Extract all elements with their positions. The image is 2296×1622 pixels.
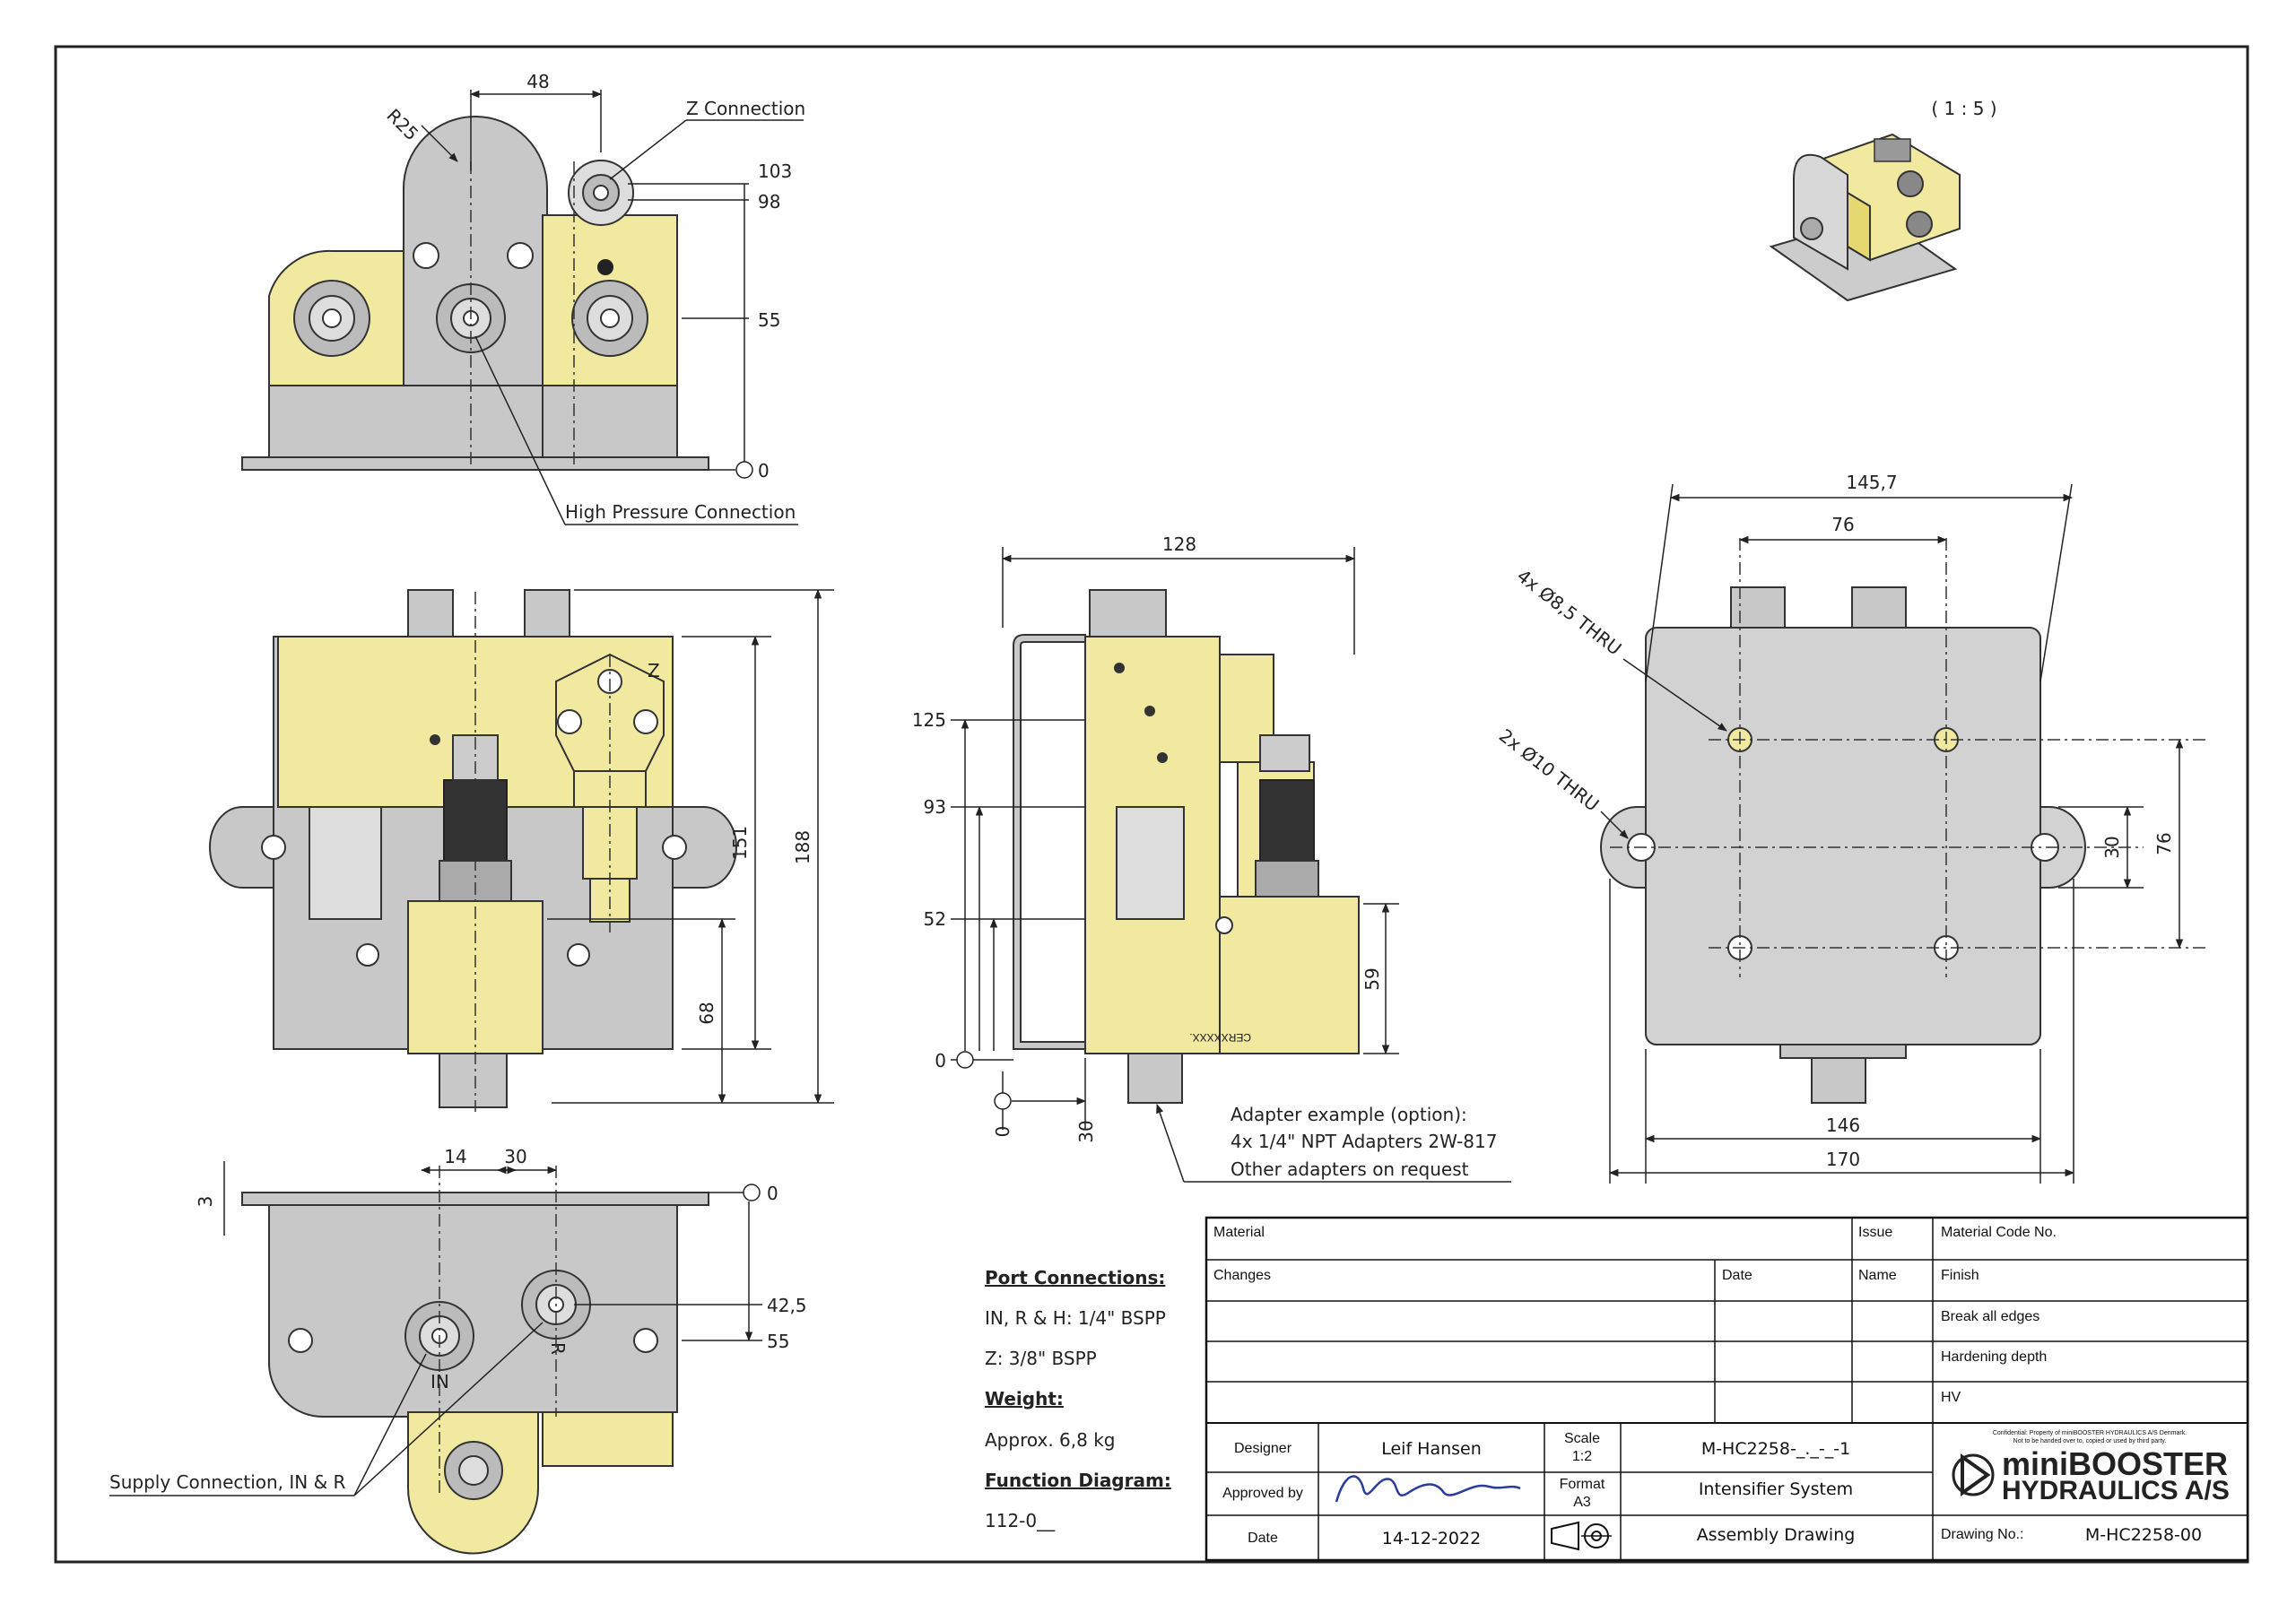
logo-hydraulics: HYDRAULICS A/S bbox=[2002, 1476, 2230, 1505]
dim-76-side: 76 bbox=[2153, 832, 2175, 854]
tb-part-no: M-HC2258-_._-_-1 bbox=[1701, 1439, 1850, 1459]
title-block: Material Issue Material Code No. Changes… bbox=[1205, 1216, 2249, 1562]
tb-issue: Issue bbox=[1858, 1225, 1892, 1240]
label-holes-8-5: 4x Ø8,5 THRU bbox=[1513, 565, 1626, 659]
dim-103: 103 bbox=[758, 160, 792, 182]
tb-approved-label: Approved by bbox=[1222, 1486, 1303, 1501]
adapter-line-1: Adapter example (option): bbox=[1231, 1104, 1467, 1125]
function-diagram-title: Function Diagram: bbox=[985, 1470, 1171, 1491]
projection-symbol-icon bbox=[1551, 1521, 1612, 1551]
dim-128: 128 bbox=[1162, 533, 1196, 555]
dim-188: 188 bbox=[792, 830, 813, 864]
label-holes-10: 2x Ø10 THRU bbox=[1495, 724, 1604, 816]
port-z-icon bbox=[568, 160, 634, 226]
port-s-icon bbox=[293, 280, 370, 357]
label-r: R bbox=[547, 1342, 569, 1355]
tb-date-value: 14-12-2022 bbox=[1382, 1529, 1481, 1548]
tb-date-col: Date bbox=[1722, 1268, 1752, 1283]
tb-scale-value: 1:2 bbox=[1572, 1449, 1592, 1464]
weight-title: Weight: bbox=[985, 1388, 1064, 1409]
dim-145-7: 145,7 bbox=[1846, 472, 1897, 493]
tb-desc-1: Intensifier System bbox=[1699, 1479, 1853, 1499]
logo-minibooster: miniBOOSTER bbox=[2002, 1445, 2228, 1482]
adapter-line-2: 4x 1/4" NPT Adapters 2W-817 bbox=[1231, 1131, 1497, 1152]
top-view: 48 R25 Z Connection 103 98 55 0 High Pre… bbox=[241, 71, 805, 525]
tb-changes: Changes bbox=[1213, 1268, 1271, 1283]
dim-3: 3 bbox=[195, 1196, 216, 1208]
drawing-frame bbox=[54, 45, 2249, 1564]
port-connections-title: Port Connections: bbox=[985, 1267, 1165, 1288]
dim-0-bottom: 0 bbox=[767, 1183, 778, 1204]
dim-14: 14 bbox=[444, 1146, 466, 1167]
minibooster-logo-icon bbox=[1952, 1453, 1995, 1496]
tb-break-edges: Break all edges bbox=[1941, 1309, 2039, 1324]
dim-125: 125 bbox=[912, 709, 946, 731]
label-z-front: Z bbox=[648, 660, 660, 681]
function-diagram-value: 112-0__ bbox=[985, 1510, 1056, 1531]
dim-76-top: 76 bbox=[1831, 514, 1854, 535]
label-in: IN bbox=[430, 1371, 449, 1392]
dim-0-side: 0 bbox=[935, 1050, 946, 1071]
dim-r25: R25 bbox=[382, 105, 422, 145]
dim-55-top: 55 bbox=[758, 309, 780, 331]
tb-designer-value: Leif Hansen bbox=[1381, 1439, 1482, 1459]
dim-30-plate: 30 bbox=[2101, 836, 2123, 858]
tb-material-code: Material Code No. bbox=[1941, 1225, 2057, 1240]
dim-68: 68 bbox=[696, 1002, 718, 1024]
port-line-1: IN, R & H: 1/4" BSPP bbox=[985, 1307, 1166, 1329]
dim-170: 170 bbox=[1826, 1149, 1860, 1170]
side-view: CERXXXXX. 128 125 93 52 0 59 0 30 Adapte… bbox=[912, 533, 1511, 1183]
dim-x30: 30 bbox=[1075, 1120, 1097, 1142]
label-high-pressure: High Pressure Connection bbox=[565, 501, 796, 523]
dim-59: 59 bbox=[1361, 967, 1383, 990]
label-serial: CERXXXXX. bbox=[1189, 1031, 1251, 1044]
tb-material: Material bbox=[1213, 1225, 1265, 1240]
dim-48: 48 bbox=[526, 71, 549, 92]
dim-55-bottom: 55 bbox=[767, 1331, 789, 1352]
adapter-line-3: Other adapters on request bbox=[1231, 1158, 1469, 1180]
signature-icon bbox=[1335, 1475, 1521, 1503]
tb-finish: Finish bbox=[1941, 1268, 1979, 1283]
tb-format-label: Format bbox=[1560, 1477, 1605, 1492]
tb-drawing-no-label: Drawing No.: bbox=[1941, 1527, 2023, 1542]
tb-desc-2: Assembly Drawing bbox=[1697, 1525, 1856, 1545]
weight-value: Approx. 6,8 kg bbox=[985, 1429, 1115, 1451]
dim-x0: 0 bbox=[992, 1126, 1013, 1138]
bottom-view: IN R 14 30 3 0 42,5 55 Supply Connection… bbox=[109, 1146, 807, 1555]
iso-view: ( 1 : 5 ) bbox=[1769, 98, 1997, 302]
port-line-2: Z: 3/8" BSPP bbox=[985, 1348, 1097, 1369]
label-z-connection: Z Connection bbox=[686, 98, 805, 119]
dim-42-5: 42,5 bbox=[767, 1295, 807, 1316]
dim-30-bottom: 30 bbox=[504, 1146, 526, 1167]
tb-confidential-2: Not to be handed over to, copied or used… bbox=[2013, 1438, 2167, 1444]
tb-hardening: Hardening depth bbox=[1941, 1349, 2047, 1365]
iso-scale: ( 1 : 5 ) bbox=[1931, 98, 1996, 119]
dim-98: 98 bbox=[758, 191, 780, 213]
plate-view: 145,7 76 4x Ø8,5 THRU 2x Ø10 THRU 30 76 … bbox=[1495, 472, 2206, 1184]
tb-format-value: A3 bbox=[1573, 1495, 1591, 1510]
front-view: Z 151 188 68 bbox=[209, 588, 834, 1112]
tb-name-col: Name bbox=[1858, 1268, 1897, 1283]
port-bottom-h-icon bbox=[444, 1441, 503, 1500]
port-b-icon bbox=[571, 280, 648, 357]
dim-52: 52 bbox=[924, 908, 946, 930]
tb-designer-label: Designer bbox=[1234, 1441, 1292, 1456]
dim-93: 93 bbox=[924, 796, 946, 818]
dim-151: 151 bbox=[729, 826, 751, 860]
tb-drawing-no-value: M-HC2258-00 bbox=[2085, 1525, 2202, 1545]
label-supply-connection: Supply Connection, IN & R bbox=[109, 1471, 346, 1493]
dim-0-top: 0 bbox=[758, 460, 770, 481]
tb-confidential-1: Confidential: Property of miniBOOSTER HY… bbox=[1993, 1430, 2187, 1436]
tb-date-label: Date bbox=[1248, 1531, 1278, 1546]
tb-hv: HV bbox=[1941, 1390, 1961, 1405]
tb-scale-label: Scale bbox=[1564, 1431, 1600, 1446]
port-info: Port Connections: IN, R & H: 1/4" BSPP Z… bbox=[985, 1267, 1171, 1531]
dim-146: 146 bbox=[1826, 1115, 1860, 1136]
